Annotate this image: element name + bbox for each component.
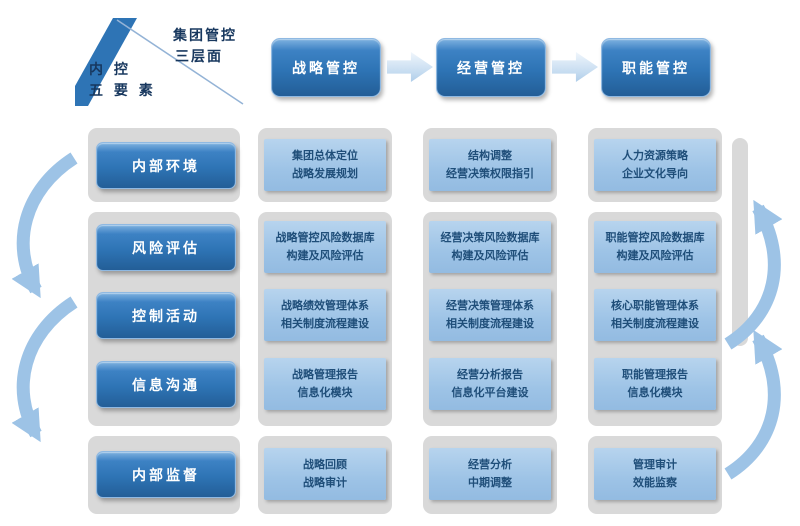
cell-r1-c3: 人力资源策略 企业文化导向 — [594, 139, 716, 191]
right-gray-bar — [732, 138, 748, 346]
corner-header: 集团管控 三层面 内 控 五 要 素 — [75, 18, 245, 106]
corner-bottom-label-line1: 内 控 — [89, 62, 131, 78]
cell-r5-c2: 经营分析 中期调整 — [429, 448, 551, 500]
cell-line: 战略管理报告 — [292, 368, 358, 382]
cell-r3-c2: 经营决策管理体系 相关制度流程建设 — [429, 289, 551, 341]
row-header-label: 内部环境 — [132, 158, 200, 175]
column-header-label: 职能管控 — [622, 60, 690, 77]
row-header-label: 信息沟通 — [132, 377, 200, 394]
cell-line: 构建及风险评估 — [286, 249, 364, 262]
column-header-function: 职能管控 — [601, 38, 711, 97]
cell-line: 结构调整 — [468, 149, 512, 163]
row-header-label: 风险评估 — [132, 240, 200, 257]
column-header-operation: 经营管控 — [436, 38, 546, 97]
cell-line: 经营决策管理体系 — [446, 299, 534, 313]
corner-bottom-label: 内 控 五 要 素 — [89, 60, 156, 102]
cell-line: 管理审计 — [633, 458, 677, 472]
cell-r1-c1: 集团总体定位 战略发展规划 — [264, 139, 386, 191]
curved-arrow-down-icon — [11, 296, 78, 443]
cell-line: 相关制度流程建设 — [611, 317, 699, 330]
row-header-supervision: 内部监督 — [96, 451, 236, 498]
cell-r3-c1: 战略绩效管理体系 相关制度流程建设 — [264, 289, 386, 341]
cell-r2-c2: 经营决策风险数据库 构建及风险评估 — [429, 221, 551, 273]
curved-arrow-down-icon — [11, 152, 78, 299]
curved-arrow-up-icon — [724, 329, 783, 480]
corner-diagonal-icon — [75, 18, 244, 106]
corner-top-label: 集团管控 三层面 — [173, 26, 237, 68]
corner-top-label-line1: 集团管控 — [173, 28, 237, 44]
cell-line: 战略审计 — [303, 476, 347, 489]
row-header-communication: 信息沟通 — [96, 361, 236, 408]
cell-r4-c3: 职能管理报告 信息化模块 — [594, 358, 716, 410]
cell-line: 构建及风险评估 — [451, 249, 529, 262]
cell-line: 集团总体定位 — [292, 149, 358, 163]
corner-top-label-line2: 三层面 — [175, 49, 223, 65]
column-header-strategy: 战略管控 — [271, 38, 381, 97]
cell-line: 相关制度流程建设 — [281, 317, 369, 330]
cell-line: 经营分析 — [468, 458, 512, 472]
row-header-label: 控制活动 — [132, 308, 200, 325]
row-header-label: 内部监督 — [132, 467, 200, 484]
corner-bottom-label-line2: 五 要 素 — [89, 83, 156, 99]
cell-line: 经营决策风险数据库 — [440, 231, 540, 245]
row-header-control: 控制活动 — [96, 292, 236, 339]
cell-line: 构建及风险评估 — [616, 249, 694, 262]
cell-line: 企业文化导向 — [622, 167, 688, 180]
row-header-environment: 内部环境 — [96, 142, 236, 189]
corner-divider-line — [116, 19, 244, 105]
cell-line: 人力资源策略 — [622, 149, 688, 163]
cell-line: 核心职能管理体系 — [611, 299, 699, 313]
cell-r5-c3: 管理审计 效能监察 — [594, 448, 716, 500]
cell-r2-c1: 战略管控风险数据库 构建及风险评估 — [264, 221, 386, 273]
cell-r5-c1: 战略回顾 战略审计 — [264, 448, 386, 500]
corner-blue-stripe-icon — [75, 18, 137, 106]
cell-r3-c3: 核心职能管理体系 相关制度流程建设 — [594, 289, 716, 341]
cell-r1-c2: 结构调整 经营决策权限指引 — [429, 139, 551, 191]
flow-arrow-right-icon — [387, 52, 433, 82]
cell-line: 战略绩效管理体系 — [281, 299, 369, 313]
cell-line: 战略发展规划 — [292, 167, 358, 180]
flow-arrow-right-icon — [552, 52, 598, 82]
cell-line: 经营分析报告 — [457, 368, 523, 382]
cell-r4-c1: 战略管理报告 信息化模块 — [264, 358, 386, 410]
column-header-label: 战略管控 — [292, 60, 360, 77]
cell-line: 信息化平台建设 — [451, 386, 529, 399]
cell-line: 效能监察 — [633, 476, 677, 489]
cell-line: 相关制度流程建设 — [446, 317, 534, 330]
cell-line: 职能管控风险数据库 — [605, 231, 705, 245]
cell-line: 战略管控风险数据库 — [275, 231, 375, 245]
cell-line: 战略回顾 — [303, 458, 347, 472]
row-header-risk: 风险评估 — [96, 224, 236, 271]
cell-line: 经营决策权限指引 — [446, 167, 534, 180]
cell-line: 中期调整 — [468, 476, 512, 489]
cell-r4-c2: 经营分析报告 信息化平台建设 — [429, 358, 551, 410]
cell-r2-c3: 职能管控风险数据库 构建及风险评估 — [594, 221, 716, 273]
cell-line: 职能管理报告 — [622, 368, 688, 382]
cell-line: 信息化模块 — [627, 386, 683, 399]
cell-line: 信息化模块 — [297, 386, 353, 399]
column-header-label: 经营管控 — [457, 60, 525, 77]
